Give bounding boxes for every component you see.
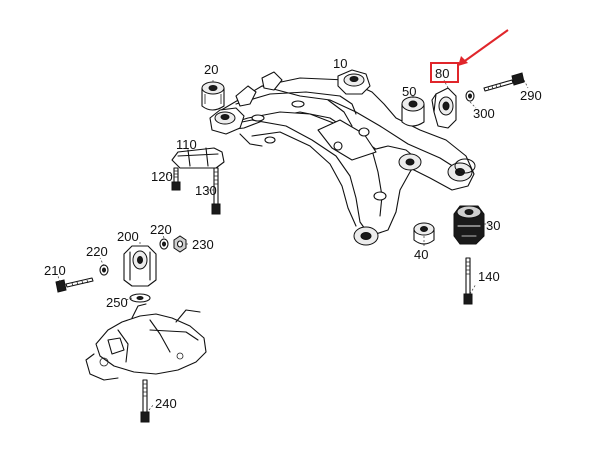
label-300: 300 [473,106,495,121]
label-30: 30 [486,218,500,233]
label-200: 200 [117,229,139,244]
label-80: 80 [435,66,449,81]
differential-housing [85,303,207,381]
label-50: 50 [402,84,416,99]
mount-30 [453,205,485,245]
bolt-240 [140,379,150,423]
washer-220-left [99,264,109,276]
bushing-50 [401,96,425,127]
bolt-210 [55,277,94,293]
bolt-120 [171,167,181,191]
label-140: 140 [478,269,500,284]
highlight-arrow-head [458,56,468,66]
washer-250 [129,293,151,303]
nut-230 [173,235,187,253]
highlight-arrow-shaft [461,29,509,64]
highlight-80: 80 [430,29,509,83]
part-labels: 20 10 50 300 290 110 120 130 30 40 140 2… [44,56,542,411]
washer-220-right [159,238,169,250]
label-40: 40 [414,247,428,262]
bolt-290 [483,72,525,92]
label-10: 10 [333,56,347,71]
highlight-box [430,62,459,83]
label-120: 120 [151,169,173,184]
label-250: 250 [106,295,128,310]
label-290: 290 [520,88,542,103]
label-220-left: 220 [86,244,108,259]
bracket-110 [171,147,225,169]
label-210: 210 [44,263,66,278]
mount-200 [123,245,157,287]
label-110: 110 [176,137,197,152]
leader-lines [57,78,529,411]
label-20: 20 [204,62,218,77]
bushing-20 [201,81,225,111]
label-240: 240 [155,396,177,411]
label-230: 230 [192,237,214,252]
bolt-130 [211,167,221,215]
rear-subframe [209,69,476,246]
bolt-140 [463,257,473,305]
washer-300 [465,90,475,102]
bracket-80 [431,87,457,129]
label-220-right: 220 [150,222,172,237]
label-130: 130 [195,183,217,198]
